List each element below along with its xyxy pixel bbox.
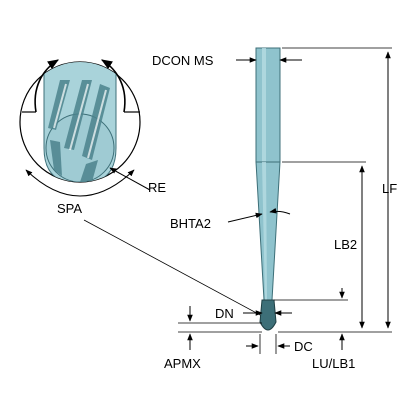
spa-arc-left (34, 59, 59, 113)
label-spa: SPA (57, 201, 82, 216)
label-re: RE (148, 180, 166, 195)
label-dc: DC (294, 339, 313, 354)
end-mill-tool (255, 47, 281, 331)
label-bhta2: BHTA2 (170, 216, 211, 231)
bhta2-arrow (269, 208, 291, 215)
label-dn: DN (215, 306, 234, 321)
label-lf: LF (382, 181, 397, 196)
tool-neck (255, 161, 281, 301)
spa-arc-right (101, 59, 126, 113)
label-lu-lb1: LU/LB1 (312, 356, 355, 371)
label-dcon-ms: DCON MS (152, 53, 214, 68)
label-lb2: LB2 (334, 237, 357, 252)
bhta2-leader (227, 212, 263, 223)
tool-shank (255, 47, 281, 163)
tip-detail-view (19, 59, 151, 197)
tool-ball-tip (259, 299, 277, 331)
re-leader (109, 167, 151, 191)
spa-dimension (25, 169, 135, 197)
label-apmx: APMX (164, 356, 201, 371)
detail-leader (83, 219, 263, 317)
